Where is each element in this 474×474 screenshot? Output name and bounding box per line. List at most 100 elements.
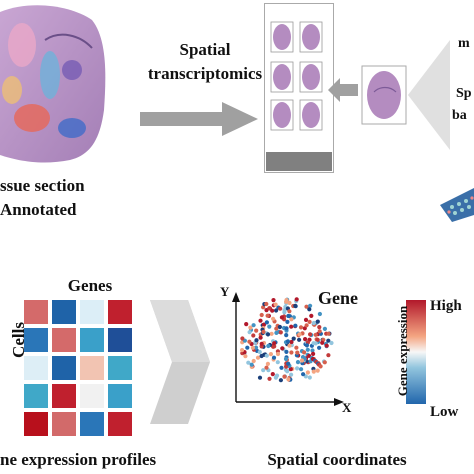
expression-spot xyxy=(305,347,310,352)
expression-spot xyxy=(278,378,283,383)
expression-spot xyxy=(297,332,302,337)
expression-spot xyxy=(286,377,291,382)
expression-spot xyxy=(311,351,316,356)
expression-spot xyxy=(255,355,261,360)
expression-spot xyxy=(289,372,294,377)
caption-expression-profiles: ne expression profiles xyxy=(0,450,157,469)
region-red xyxy=(14,104,50,132)
expression-spot xyxy=(299,358,305,363)
expression-spot xyxy=(251,333,256,338)
expression-spot xyxy=(265,332,271,337)
expression-spot xyxy=(272,341,277,346)
expression-spot xyxy=(243,354,248,359)
expression-spot xyxy=(287,300,292,305)
expression-spot xyxy=(270,372,275,377)
heatmap-cell xyxy=(80,300,104,324)
tissue-caption-line1: ssue section xyxy=(0,176,85,195)
genes-label: Genes xyxy=(67,276,113,295)
tissue-caption-line2: Annotated xyxy=(0,200,77,219)
expression-spot xyxy=(297,337,302,342)
spatial-label-line2: transcriptomics xyxy=(147,64,263,83)
heatmap-cell xyxy=(24,356,48,380)
heatmap-cell xyxy=(24,384,48,408)
expression-spot xyxy=(322,360,327,365)
expression-spot xyxy=(285,339,290,344)
expression-spot xyxy=(315,368,320,373)
expression-spot xyxy=(251,358,256,364)
expression-spot xyxy=(311,320,316,326)
expression-spot xyxy=(267,376,272,381)
right-partial-text-2: Sp xyxy=(456,86,472,101)
heatmap-cell xyxy=(108,384,132,408)
expression-spot xyxy=(248,325,253,330)
expression-spot xyxy=(303,337,308,342)
expression-spot xyxy=(289,339,294,345)
expression-spot xyxy=(289,317,294,322)
region-purple xyxy=(62,60,82,80)
expression-spot xyxy=(278,306,283,311)
expression-spot xyxy=(305,370,310,375)
heatmap-cell xyxy=(24,328,48,352)
right-partial-text-3: ba xyxy=(452,108,467,123)
expression-spot xyxy=(246,360,251,365)
expression-spot xyxy=(267,324,272,329)
expression-spot xyxy=(299,367,304,372)
expression-spot xyxy=(304,343,309,348)
expression-spot xyxy=(293,323,298,328)
caption-spatial-coordinates: Spatial coordinates xyxy=(267,450,407,469)
expression-spot xyxy=(272,344,277,349)
expression-spot xyxy=(284,364,289,369)
expression-spot xyxy=(279,315,284,320)
expression-spot xyxy=(273,302,278,307)
heatmap-cell xyxy=(52,384,76,408)
expression-spot xyxy=(261,305,266,310)
expression-spot xyxy=(289,350,294,355)
expression-spot xyxy=(326,331,331,336)
region-darkblue xyxy=(58,118,86,138)
expression-spot xyxy=(308,332,313,337)
heatmap-cell xyxy=(24,300,48,324)
expression-spot xyxy=(283,356,289,362)
expression-spot xyxy=(313,332,318,337)
expression-spot xyxy=(304,304,309,309)
expression-spot xyxy=(259,312,264,318)
expression-spot xyxy=(284,326,289,331)
expression-spot xyxy=(259,341,264,346)
expression-spot xyxy=(280,346,285,351)
expression-spot xyxy=(266,343,271,349)
expression-spot xyxy=(317,325,322,330)
expression-spot xyxy=(304,323,309,328)
spatial-label-line1: Spatial xyxy=(179,40,231,59)
expression-spot xyxy=(274,308,279,313)
expression-spot xyxy=(271,298,276,303)
expression-spot xyxy=(284,333,289,338)
expression-spot xyxy=(286,313,291,319)
expression-spot xyxy=(311,369,316,374)
expression-spot xyxy=(326,353,331,358)
expression-spot xyxy=(315,319,320,324)
expression-spot xyxy=(271,316,276,321)
expression-spot xyxy=(318,364,323,369)
expression-spot xyxy=(261,322,267,327)
y-axis-arrowhead xyxy=(232,292,240,302)
heatmap-cell xyxy=(80,384,104,408)
expression-spot xyxy=(317,329,322,334)
expression-spot xyxy=(309,313,314,318)
expression-spot xyxy=(308,303,313,308)
expression-spot xyxy=(249,362,254,367)
expression-spot xyxy=(295,360,301,365)
axis-x-label: X xyxy=(342,400,352,415)
expression-spot xyxy=(287,343,292,348)
expression-spot xyxy=(245,345,250,350)
expression-spot xyxy=(291,336,296,341)
expression-spot xyxy=(326,338,331,343)
right-partial-text-1: m xyxy=(458,36,470,51)
expression-spot xyxy=(286,361,291,366)
heatmap-cell xyxy=(108,300,132,324)
expression-spot xyxy=(313,341,318,346)
